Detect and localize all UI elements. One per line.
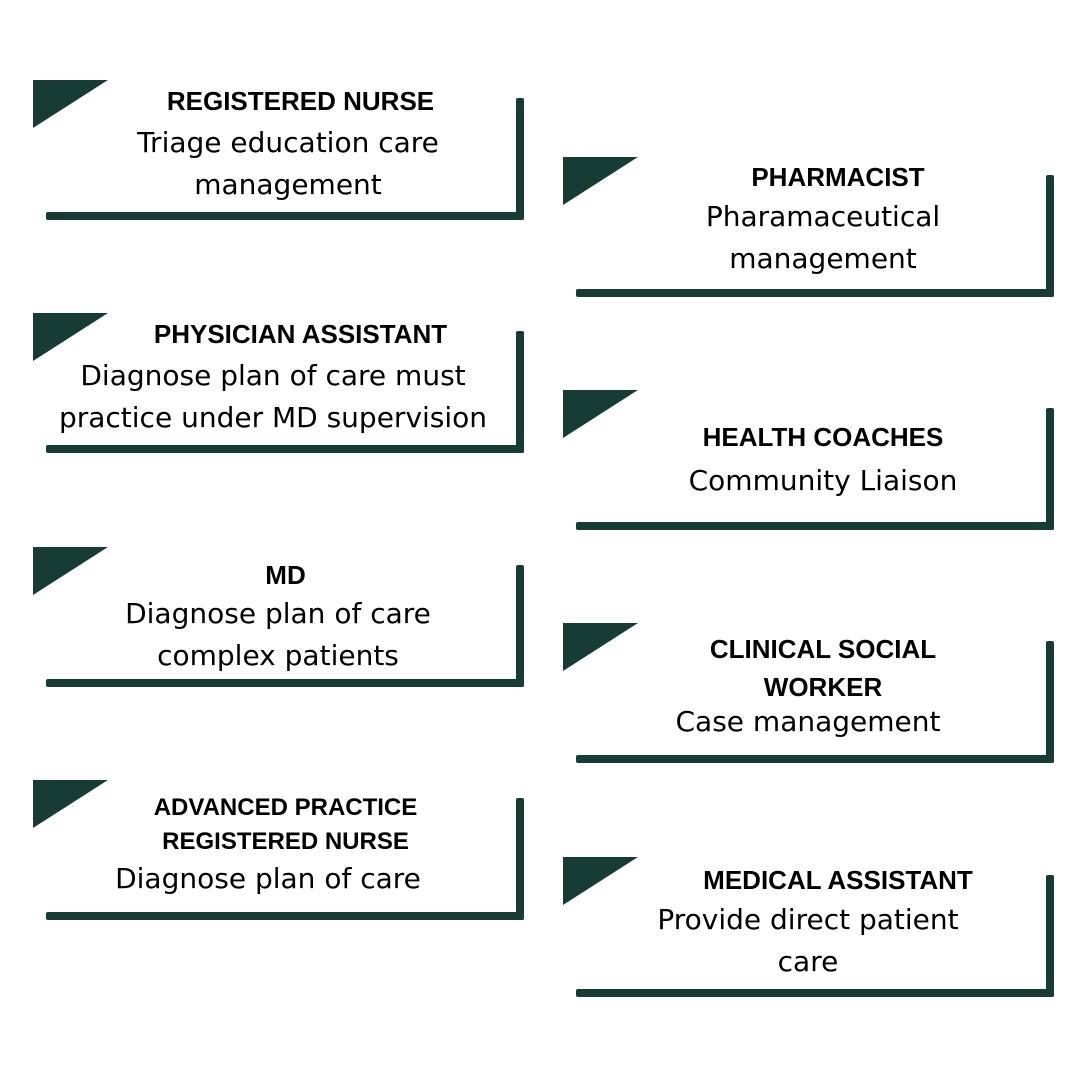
role-title: REGISTERED NURSE bbox=[166, 86, 435, 116]
role-description-line: practice under MD supervision bbox=[58, 401, 488, 434]
corner-flag-icon bbox=[563, 157, 638, 205]
card-frame-right bbox=[516, 98, 524, 220]
corner-flag-icon bbox=[33, 780, 108, 828]
role-title: MEDICAL ASSISTANT bbox=[703, 865, 973, 895]
card-frame-right bbox=[1046, 408, 1054, 530]
corner-flag-icon bbox=[563, 623, 638, 671]
role-title: PHARMACIST bbox=[751, 162, 925, 192]
corner-flag-icon bbox=[33, 80, 108, 128]
card-frame-bottom bbox=[576, 989, 1054, 997]
role-title-line: ADVANCED PRACTICE bbox=[153, 794, 418, 821]
role-title: HEALTH COACHES bbox=[702, 422, 944, 452]
card-frame-right bbox=[1046, 641, 1054, 763]
role-description-line: Diagnose plan of care bbox=[115, 862, 421, 895]
card-frame-bottom bbox=[576, 289, 1054, 297]
role-description-line: Triage education care bbox=[137, 126, 439, 159]
corner-flag-icon bbox=[33, 313, 108, 361]
role-title: MD bbox=[265, 560, 306, 590]
role-description-line: Pharamaceutical bbox=[705, 200, 941, 233]
role-description-line: Community Liaison bbox=[688, 464, 958, 497]
role-card-physician-assistant: PHYSICIAN ASSISTANT Diagnose plan of car… bbox=[33, 313, 524, 458]
role-description-line: care bbox=[777, 945, 839, 978]
role-card-advanced-practice-registered-nurse: ADVANCED PRACTICE REGISTERED NURSE Diagn… bbox=[33, 780, 524, 925]
role-description-line: management bbox=[729, 242, 917, 275]
corner-flag-icon bbox=[563, 857, 638, 905]
role-title: PHYSICIAN ASSISTANT bbox=[153, 319, 448, 349]
role-description-line: Diagnose plan of care must bbox=[80, 359, 466, 392]
card-frame-bottom bbox=[46, 212, 524, 220]
card-frame-right bbox=[1046, 175, 1054, 297]
role-card-medical-assistant: MEDICAL ASSISTANT Provide direct patient… bbox=[563, 857, 1054, 1002]
role-title-line: REGISTERED NURSE bbox=[162, 828, 409, 855]
card-frame-bottom bbox=[46, 912, 524, 920]
role-description-line: Provide direct patient bbox=[657, 903, 959, 936]
card-frame-bottom bbox=[46, 679, 524, 687]
card-frame-bottom bbox=[46, 445, 524, 453]
corner-flag-icon bbox=[563, 390, 638, 438]
card-frame-right bbox=[1046, 875, 1054, 997]
card-frame-bottom bbox=[576, 522, 1054, 530]
role-title-line: WORKER bbox=[763, 672, 883, 702]
role-card-pharmacist: PHARMACIST Pharamaceutical management bbox=[563, 157, 1054, 302]
role-description-line: Case management bbox=[675, 705, 941, 738]
role-title-line: CLINICAL SOCIAL bbox=[709, 634, 937, 664]
card-frame-right bbox=[516, 331, 524, 453]
role-card-clinical-social-worker: CLINICAL SOCIAL WORKER Case management bbox=[563, 623, 1054, 768]
role-description-line: management bbox=[194, 168, 382, 201]
role-card-md: MD Diagnose plan of care complex patient… bbox=[33, 547, 524, 692]
role-card-health-coaches: HEALTH COACHES Community Liaison bbox=[563, 390, 1054, 535]
role-card-registered-nurse: REGISTERED NURSE Triage education care m… bbox=[33, 80, 524, 225]
card-frame-bottom bbox=[576, 755, 1054, 763]
card-frame-right bbox=[516, 565, 524, 687]
corner-flag-icon bbox=[33, 547, 108, 595]
card-frame-right bbox=[516, 798, 524, 920]
role-description-line: Diagnose plan of care bbox=[125, 597, 431, 630]
role-description-line: complex patients bbox=[157, 639, 399, 672]
